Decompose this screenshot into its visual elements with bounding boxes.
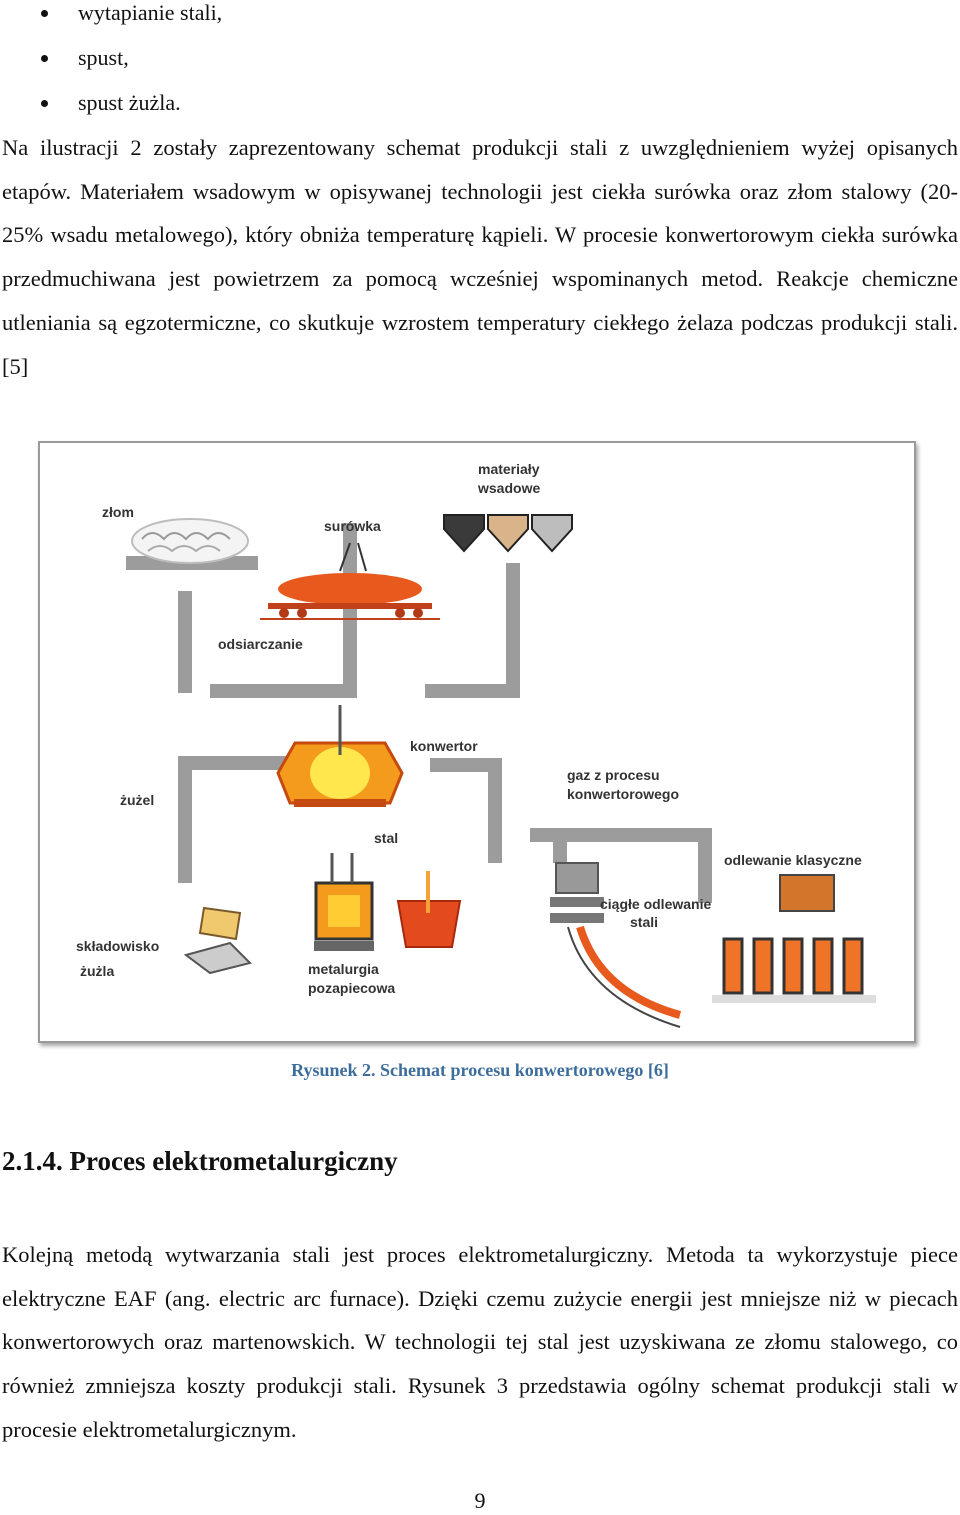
- torpedo-car-icon: [260, 542, 440, 620]
- flow-line: [178, 756, 288, 883]
- charge-hoppers-icon: [443, 514, 573, 553]
- list-item-text: spust,: [78, 45, 129, 70]
- label-gas-2: konwertorowego: [567, 786, 679, 802]
- flow-line: [530, 828, 712, 903]
- label-scrap: złom: [102, 504, 134, 520]
- label-desulphurization: odsiarczanie: [218, 636, 303, 652]
- figure-caption: Rysunek 2. Schemat procesu konwertoroweg…: [291, 1060, 669, 1080]
- label-continuous-casting: ciągłe odlewanie: [600, 896, 711, 912]
- page-number: 9: [474, 1488, 486, 1513]
- list-item-text: spust żużla.: [78, 90, 181, 115]
- label-secondary-metallurgy: metalurgia: [308, 961, 379, 977]
- label-slag-yard-2: żużla: [80, 963, 114, 979]
- continuous-caster-icon: [550, 862, 682, 1028]
- converter-icon: [276, 705, 404, 807]
- secondary-metallurgy-icon: [314, 853, 374, 951]
- paragraph-eaf: Kolejną metodą wytwarzania stali jest pr…: [2, 1242, 958, 1442]
- label-continuous-casting-2: stali: [630, 914, 658, 930]
- label-ingot-casting: odlewanie klasyczne: [724, 852, 862, 868]
- section-heading: 2.1.4. Proces elektrometalurgiczny: [2, 1146, 398, 1176]
- bullet-dot-icon: [41, 100, 48, 107]
- label-slag-yard: składowisko: [76, 938, 159, 954]
- label-gas: gaz z procesu: [567, 767, 660, 783]
- label-slag: żużel: [120, 792, 154, 808]
- label-steel: stal: [374, 830, 398, 846]
- label-materials-2: wsadowe: [477, 480, 540, 496]
- flow-line: [430, 758, 502, 863]
- list-item-text: wytapianie stali,: [78, 0, 223, 25]
- diagram-canvas: materiały wsadowe złom surówka odsiarcza…: [76, 461, 876, 1028]
- ingot-molds-icon: [712, 874, 876, 1003]
- ladle-icon: [396, 871, 462, 948]
- flow-line: [425, 563, 520, 698]
- label-materials: materiały: [478, 461, 540, 477]
- scrap-pile-icon: [131, 518, 249, 564]
- process-diagram: materiały wsadowe złom surówka odsiarcza…: [38, 441, 916, 1043]
- bullet-dot-icon: [41, 55, 48, 62]
- label-pig-iron: surówka: [324, 518, 381, 534]
- slag-pot-icon: [183, 906, 252, 975]
- label-converter: konwertor: [410, 738, 478, 754]
- flow-lines: [126, 523, 712, 903]
- label-secondary-metallurgy-2: pozapiecowa: [308, 980, 395, 996]
- paragraph-intro: Na ilustracji 2 zostały zaprezentowany s…: [2, 135, 958, 379]
- bullet-dot-icon: [41, 10, 48, 17]
